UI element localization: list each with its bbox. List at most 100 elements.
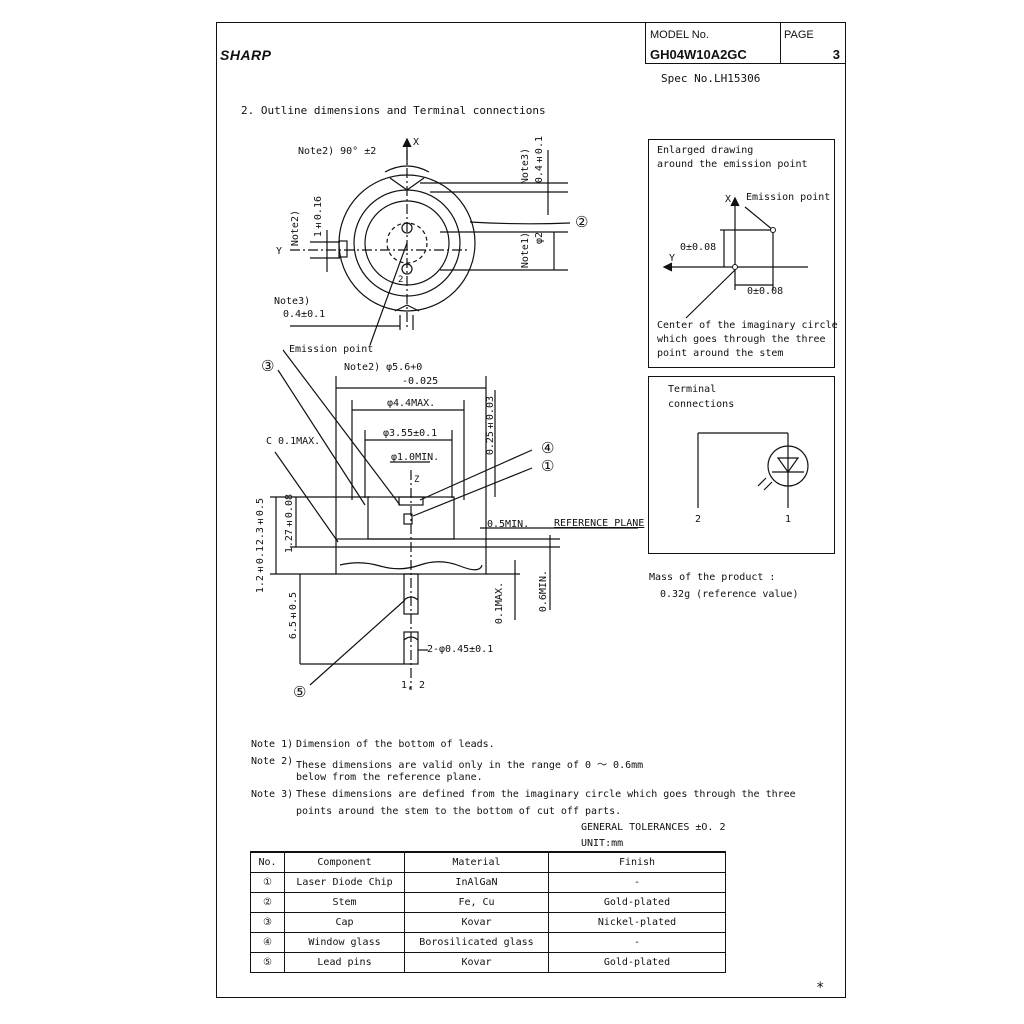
note2-angle: Note2) 90° ±2 [298,146,377,157]
center-text-2: which goes through the three [657,334,826,345]
note2-left-dim: 1±0.16 [313,196,324,238]
cell-no: ③ [250,912,285,933]
col-header-material: Material [404,851,549,873]
cell-component: Laser Diode Chip [284,872,405,893]
window-diameter: φ3.55±0.1 [383,428,438,439]
mass-label: Mass of the product : [649,572,776,583]
cell-component: Cap [284,912,405,933]
chamfer-dim: C 0.1MAX. [266,436,321,447]
terminal-pin-2: 2 [695,514,702,525]
cell-component: Stem [284,892,405,913]
cell-no: ① [250,872,285,893]
top-notch [389,177,425,191]
reference-plane-label: REFERENCE PLANE [554,518,645,529]
mass-value: 0.32g (reference value) [660,589,799,600]
title-block: MODEL No. PAGE GH04W10A2GC 3 [645,22,846,64]
dim-06min: 0.6MIN. [538,570,549,613]
note3-bottom-dim: 0.4±0.1 [283,309,326,320]
cell-material: Kovar [404,912,549,933]
dim-65: 6.5±0.5 [288,592,299,640]
lead-diameter: 2-φ0.45±0.1 [427,644,494,655]
sharp-logo: SHARP [220,47,272,63]
y-axis-label: Y [276,246,283,257]
enlarged-emission-point: Emission point [746,192,831,203]
diameter-note: Note2) φ5.6+0 [344,362,423,373]
note-3-text: These dimensions are defined from the im… [296,789,796,800]
bottom-notch [394,304,420,312]
cell-component: Lead pins [284,952,405,973]
model-label: MODEL No. [650,29,709,41]
cell-material: InAlGaN [404,872,549,893]
callout-5: ⑤ [293,683,307,701]
diameter-tolerance: -0.025 [402,376,439,387]
cell-finish: Nickel-plated [548,912,726,933]
spec-number: Spec No.LH15306 [661,72,761,85]
page-frame [216,22,846,998]
cell-finish: Gold-plated [548,892,726,913]
cell-no: ② [250,892,285,913]
cell-no: ④ [250,932,285,953]
cap-diameter: φ4.4MAX. [387,398,436,409]
note-2-text-2: below from the reference plane. [296,772,483,783]
enlarged-x-axis: X [725,194,732,205]
laser-diode-symbol [767,445,809,487]
enlarged-drawing-box [648,139,835,368]
note-2-text: These dimensions are valid only in the r… [296,760,644,771]
page-number: 3 [832,47,840,62]
cell-finish: Gold-plated [548,952,726,973]
table-row: ④ Window glass Borosilicated glass - [250,932,726,953]
note3-bottom: Note3) [274,296,311,307]
callout-3: ③ [261,357,275,375]
enlarged-y-axis: Y [669,253,676,264]
emission-point-label: Emission point [289,344,374,355]
lead-pin-upper [403,573,419,615]
cell-material: Kovar [404,952,549,973]
note-1-label: Note 1) [251,739,294,750]
section-title: 2. Outline dimensions and Terminal conne… [241,104,546,117]
table-row: ③ Cap Kovar Nickel-plated [250,912,726,933]
enlarged-title-1: Enlarged drawing [657,145,754,156]
center-text-3: point around the stem [657,348,784,359]
center-text-1: Center of the imaginary circle [657,320,838,331]
cell-finish: - [548,932,726,953]
break-line [339,561,483,571]
terminal-title-2: connections [668,399,735,410]
general-tolerances: GENERAL TOLERANCES ±O. 2 [581,822,726,833]
table-header-row: No. Component Material Finish [250,851,726,873]
title-block-divider [780,22,781,63]
table-row: ⑤ Lead pins Kovar Gold-plated [250,952,726,973]
table-row: ① Laser Diode Chip InAlGaN - [250,872,726,893]
side-notch [338,240,348,258]
dim-12: 1.2±0.1 [255,546,266,594]
cell-no: ⑤ [250,952,285,973]
dim-01max: 0.1MAX. [494,582,505,625]
enlarged-dim-y: 0±0.08 [680,242,717,253]
dim-127: 1.27±0.08 [284,494,295,554]
note1-dim: φ2 [534,232,545,245]
pin-2-label: 2 [398,275,404,285]
note2-left: Note2) [290,210,301,247]
z-axis-label: Z [414,475,420,485]
component-table: No. Component Material Finish ① Laser Di… [250,851,726,973]
enlarged-title-2: around the emission point [657,159,808,170]
laser-chip [403,513,413,525]
dim-05min: 0.5MIN. [487,519,530,530]
cell-finish: - [548,872,726,893]
pins-label: 1, 2 [401,680,426,691]
note-2-label: Note 2) [251,756,294,767]
callout-2: ② [575,213,589,231]
terminal-pin-1: 1 [785,514,792,525]
note-3-label: Note 3) [251,789,294,800]
note3-top: Note3) [520,148,531,185]
x-axis-label: X [413,137,420,148]
terminal-title-1: Terminal [668,384,717,395]
table-row: ② Stem Fe, Cu Gold-plated [250,892,726,913]
enlarged-dim-x: 0±0.08 [747,286,784,297]
terminal-connections-box [648,376,835,554]
callout-1: ① [541,457,555,475]
note3-top-dim: 0.4±0.1 [534,136,545,184]
model-value: GH04W10A2GC [650,47,747,62]
note-3-text-2: points around the stem to the bottom of … [296,806,622,817]
cell-material: Borosilicated glass [404,932,549,953]
